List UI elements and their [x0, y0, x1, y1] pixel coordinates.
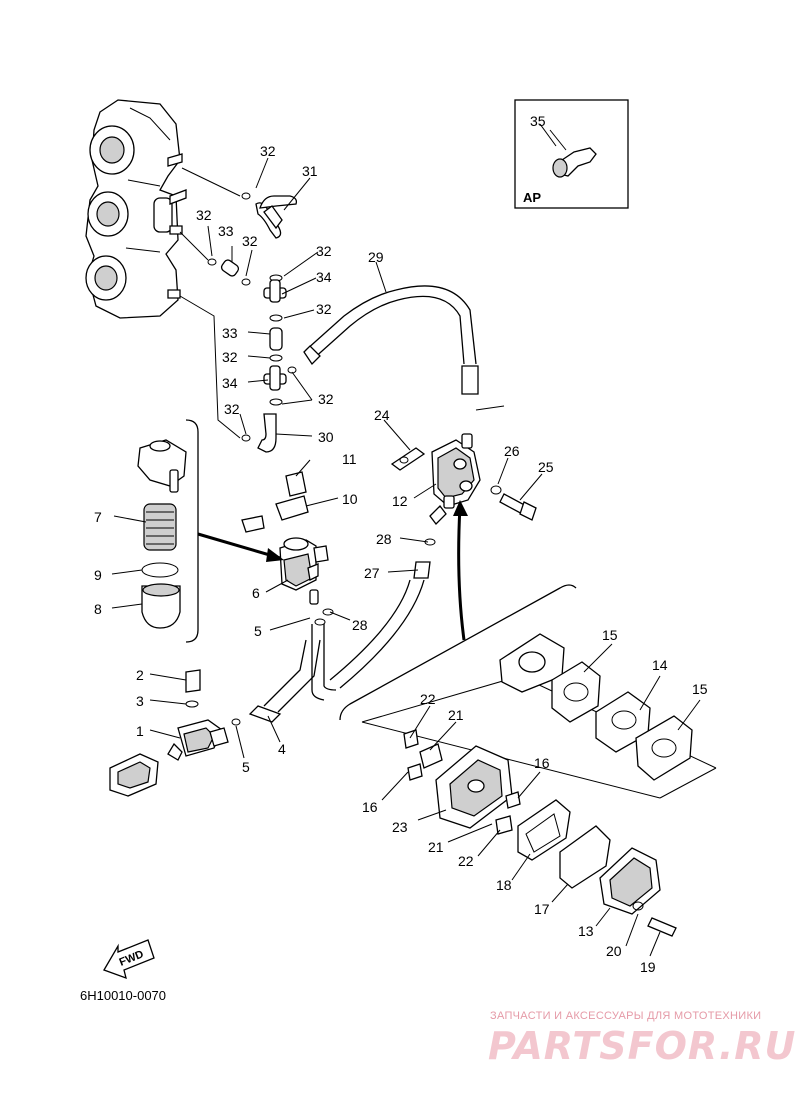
callout-12: 12 [392, 493, 408, 509]
callout-29: 29 [368, 249, 384, 265]
callout-32-h: 32 [224, 401, 240, 417]
callout-6: 6 [252, 585, 260, 601]
callout-28a: 28 [376, 531, 392, 547]
carburetor-assembly [85, 99, 187, 319]
callout-33b: 33 [222, 325, 238, 341]
callout-28b: 28 [352, 617, 368, 633]
callout-10: 10 [342, 491, 358, 507]
callout-25: 25 [538, 459, 554, 475]
callout-20: 20 [606, 943, 622, 959]
filter-exploded-view [137, 419, 199, 643]
ap-label: AP [523, 190, 541, 205]
watermark-logo: PARTSFOR.RU [488, 1024, 797, 1068]
callout-2: 2 [136, 667, 144, 683]
ap-inset: AP [514, 99, 629, 209]
callout-34b: 34 [222, 375, 238, 391]
callout-34a: 34 [316, 269, 332, 285]
fuel-connector-assembly [109, 669, 241, 797]
callout-14: 14 [652, 657, 668, 673]
diagram-code: 6H10010-0070 [80, 988, 166, 1003]
callout-23: 23 [392, 819, 408, 835]
callout-18: 18 [496, 877, 512, 893]
fuel-filter-assembly [241, 471, 329, 605]
callout-7: 7 [94, 509, 102, 525]
callout-19: 19 [640, 959, 656, 975]
callout-32-a: 32 [260, 143, 276, 159]
callout-leaders [111, 123, 701, 957]
callout-21a: 21 [448, 707, 464, 723]
callout-32-g: 32 [318, 391, 334, 407]
hose-leader-lines [179, 167, 241, 439]
callout-32-f: 32 [222, 349, 238, 365]
callout-30: 30 [318, 429, 334, 445]
callout-22b: 22 [458, 853, 474, 869]
watermark-tagline: ЗАПЧАСТИ И АКСЕССУАРЫ ДЛЯ МОТОТЕХНИКИ [490, 1010, 762, 1022]
callout-26: 26 [504, 443, 520, 459]
assembly-arrows [197, 500, 468, 641]
callout-5b: 5 [242, 759, 250, 775]
callout-35: 35 [530, 113, 546, 129]
callout-32-c: 32 [242, 233, 258, 249]
callout-31: 31 [302, 163, 318, 179]
callout-17: 17 [534, 901, 550, 917]
breather-hose-set [207, 192, 298, 453]
callout-33a: 33 [218, 223, 234, 239]
callout-labels: 1 2 3 4 5 5 6 7 8 9 10 11 12 13 14 15 15… [94, 113, 708, 975]
callout-5a: 5 [254, 623, 262, 639]
callout-32-b: 32 [196, 207, 212, 223]
callout-9: 9 [94, 567, 102, 583]
callout-21b: 21 [428, 839, 444, 855]
fuel-hose-29 [303, 285, 479, 395]
callout-27: 27 [364, 565, 380, 581]
fwd-arrow-icon: FWD [103, 939, 155, 980]
callout-11: 11 [342, 451, 357, 467]
callout-32-e: 32 [316, 301, 332, 317]
callout-3: 3 [136, 693, 144, 709]
callout-15a: 15 [602, 627, 618, 643]
callout-15b: 15 [692, 681, 708, 697]
fuel-pump-assembly [390, 433, 537, 521]
callout-8: 8 [94, 601, 102, 617]
callout-24: 24 [374, 407, 390, 423]
callout-22a: 22 [420, 691, 436, 707]
fuel-pump-exploded-view [339, 584, 717, 937]
callout-16b: 16 [534, 755, 550, 771]
callout-13: 13 [578, 923, 594, 939]
callout-16a: 16 [362, 799, 378, 815]
fuel-hoses-lower [248, 505, 447, 723]
callout-4: 4 [278, 741, 286, 757]
callout-1: 1 [136, 723, 144, 739]
callout-32-d: 32 [316, 243, 332, 259]
